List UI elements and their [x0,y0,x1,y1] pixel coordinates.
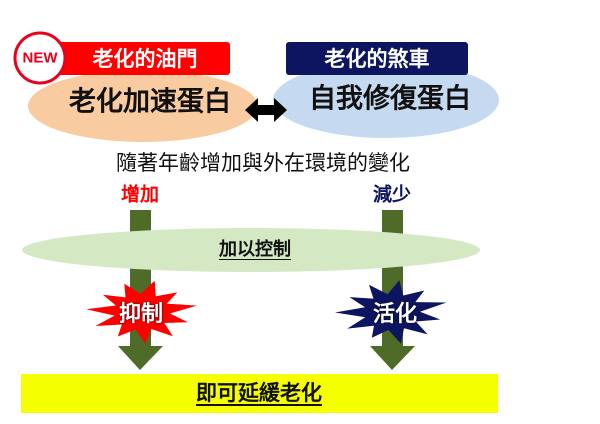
control-label: 加以控制 [219,239,291,260]
result-bar [21,374,498,413]
brake-ellipse [273,62,499,138]
activate-label: 活化 [372,302,418,327]
accelerator-title: 老化加速蛋白 [69,86,231,118]
accelerator-ellipse [28,70,258,142]
accelerator-banner [24,42,230,75]
decrease-label: 減少 [372,183,412,206]
activate-starburst [335,280,447,344]
double-arrow-icon [245,98,287,122]
accelerator-banner-label: 老化的油門 [92,47,198,71]
right-arrow-head [370,346,415,370]
result-label: 即可延緩老化 [196,381,322,405]
control-ellipse [22,228,480,272]
brake-banner [286,42,468,75]
brake-title: 自我修復蛋白 [309,83,471,115]
inhibit-starburst [86,280,197,344]
left-arrow-head [118,346,163,370]
new-badge-circle [13,31,67,85]
context-text: 隨著年齡增加與外在環境的變化 [116,151,410,175]
increase-label: 增加 [120,183,160,206]
new-badge: NEW [22,49,58,67]
brake-banner-label: 老化的煞車 [324,47,430,71]
inhibit-label: 抑制 [118,302,164,327]
